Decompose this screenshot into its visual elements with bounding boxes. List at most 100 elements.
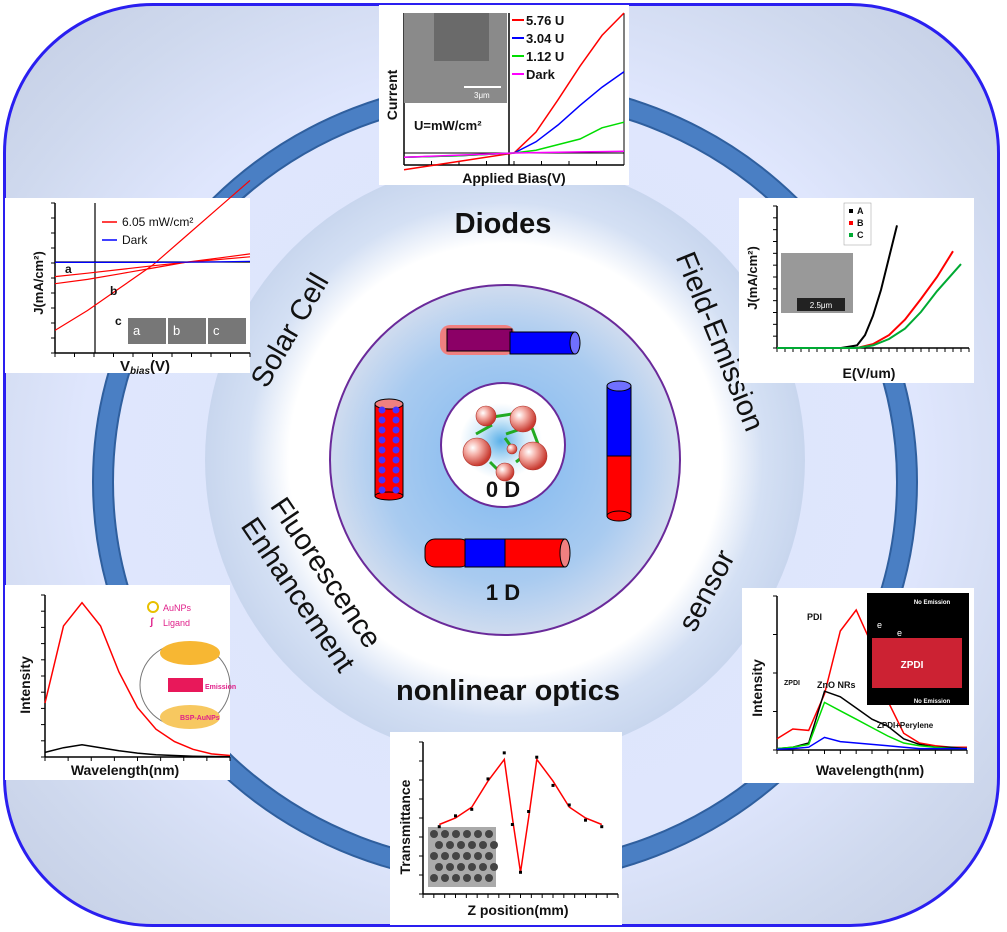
zscan-particle [435, 863, 443, 871]
rod-dot [392, 406, 400, 414]
solar-legend-label: 6.05 mW/cm² [122, 215, 193, 229]
fl-emitter [168, 678, 203, 692]
panel-zscan: Z position(mm) Transmittance [390, 732, 622, 925]
sensor-inset-e2: e [897, 628, 902, 638]
zscan-tem-inset [428, 827, 496, 887]
sensor-series-ZPDI+Perylene [776, 736, 967, 751]
solar-y-label: J(mA/cm²) [31, 251, 46, 315]
fl-ligand-legend-icon: ʃ [149, 617, 154, 628]
zscan-data-point [600, 825, 604, 829]
diodes-annotation: U=mW/cm² [414, 118, 482, 133]
sensor-y-label: Intensity [749, 659, 765, 717]
zscan-particle [485, 830, 493, 838]
zscan-data-point [535, 755, 539, 759]
solar-x-label: Vbias(V) [120, 358, 170, 377]
rod-dot [392, 466, 400, 474]
solar-inset-label-b: b [173, 323, 180, 338]
zscan-particle [463, 874, 471, 882]
diodes-sem-device [434, 13, 489, 61]
diodes-legend-label: 3.04 U [526, 31, 564, 46]
vertical-heterojunction-rod-icon [606, 380, 632, 522]
zscan-particle [468, 863, 476, 871]
zscan-particle [430, 852, 438, 860]
sensor-inset-zpdi-label: ZPDI [901, 660, 924, 671]
solar-inset-image [128, 318, 166, 344]
core-shell-rod-icon [440, 325, 581, 355]
diodes-series-Dark [403, 150, 625, 158]
sensor-inset-zpdi-block [872, 638, 962, 688]
segmented-rod-icon [424, 538, 571, 568]
app-label-nonlinear-optics: nonlinear optics [396, 675, 620, 707]
zscan-particle [463, 852, 471, 860]
rod-dot [378, 456, 386, 464]
diodes-legend-label: 1.12 U [526, 49, 564, 64]
rod-dot [392, 426, 400, 434]
zscan-data-point [567, 803, 571, 807]
sensor-inset-no-emission-bottom: No Emission [914, 699, 951, 705]
solar-curve-label-b: b [110, 284, 117, 298]
zscan-particle [430, 874, 438, 882]
solar-inset-image [208, 318, 246, 344]
rod-dot [392, 476, 400, 484]
solar-series-c [54, 179, 251, 331]
diodes-y-label: Current [384, 69, 400, 120]
zscan-particle [485, 852, 493, 860]
fe-legend-marker [849, 233, 853, 237]
fe-legend-label-B: B [857, 218, 864, 228]
sensor-inset-no-emission-top: No Emission [914, 600, 951, 606]
zscan-data-point [551, 783, 555, 787]
solar-legend-label: Dark [122, 233, 148, 247]
zscan-data-point [510, 823, 514, 827]
fl-legend-aunps: AuNPs [163, 603, 192, 613]
zscan-particle [452, 852, 460, 860]
zscan-particle [452, 874, 460, 882]
zscan-particle [435, 841, 443, 849]
rod-dot [378, 476, 386, 484]
fl-series-reference [44, 743, 231, 758]
rod-dot [392, 416, 400, 424]
one-d-label: 1 D [486, 580, 520, 605]
solar-curve-label-c: c [115, 314, 122, 328]
zscan-data-point [437, 825, 441, 829]
diodes-legend-label: Dark [526, 67, 556, 82]
fe-series-C [777, 263, 962, 349]
zscan-particle [446, 841, 454, 849]
zscan-particle [452, 830, 460, 838]
sensor-x-label: Wavelength(nm) [816, 762, 924, 778]
zscan-particle [474, 852, 482, 860]
sensor-ann-zpdi: ZPDI [784, 680, 800, 687]
zscan-y-label: Transmittance [397, 779, 413, 874]
fe-x-label: E(V/um) [843, 365, 896, 381]
nanoparticle-cluster-icon [460, 403, 548, 482]
fe-scale-label: 2.5μm [810, 301, 833, 310]
fl-x-label: Wavelength(nm) [71, 762, 179, 778]
fl-bsp-label: BSP-AuNPs [180, 715, 220, 722]
rod-dot [378, 416, 386, 424]
decorated-rod-icon [374, 398, 404, 501]
fe-y-label: J(mA/cm²) [745, 246, 760, 310]
zscan-particle [479, 841, 487, 849]
fe-scale-box [797, 298, 845, 311]
rod-dot [392, 446, 400, 454]
zscan-particle [490, 841, 498, 849]
zscan-particle [457, 841, 465, 849]
diodes-scale-label: 3μm [474, 91, 490, 100]
rod-dot [378, 426, 386, 434]
zscan-data-point [584, 818, 587, 822]
zscan-particle [474, 830, 482, 838]
zscan-x-label: Z position(mm) [467, 902, 568, 918]
rod-dot [378, 436, 386, 444]
rod-dot [392, 436, 400, 444]
zscan-particle [441, 852, 449, 860]
rod-dot [378, 466, 386, 474]
solar-series-Dark [55, 260, 251, 264]
app-label-diodes: Diodes [455, 208, 552, 240]
fl-aunp-bottom [160, 705, 220, 729]
solar-inset-label-c: c [213, 323, 220, 338]
sensor-ann-zno: ZnO NRs [817, 680, 856, 690]
zscan-data-point [454, 814, 457, 818]
fl-legend-ligand: Ligand [163, 618, 190, 628]
solar-inset-label-a: a [133, 323, 141, 338]
